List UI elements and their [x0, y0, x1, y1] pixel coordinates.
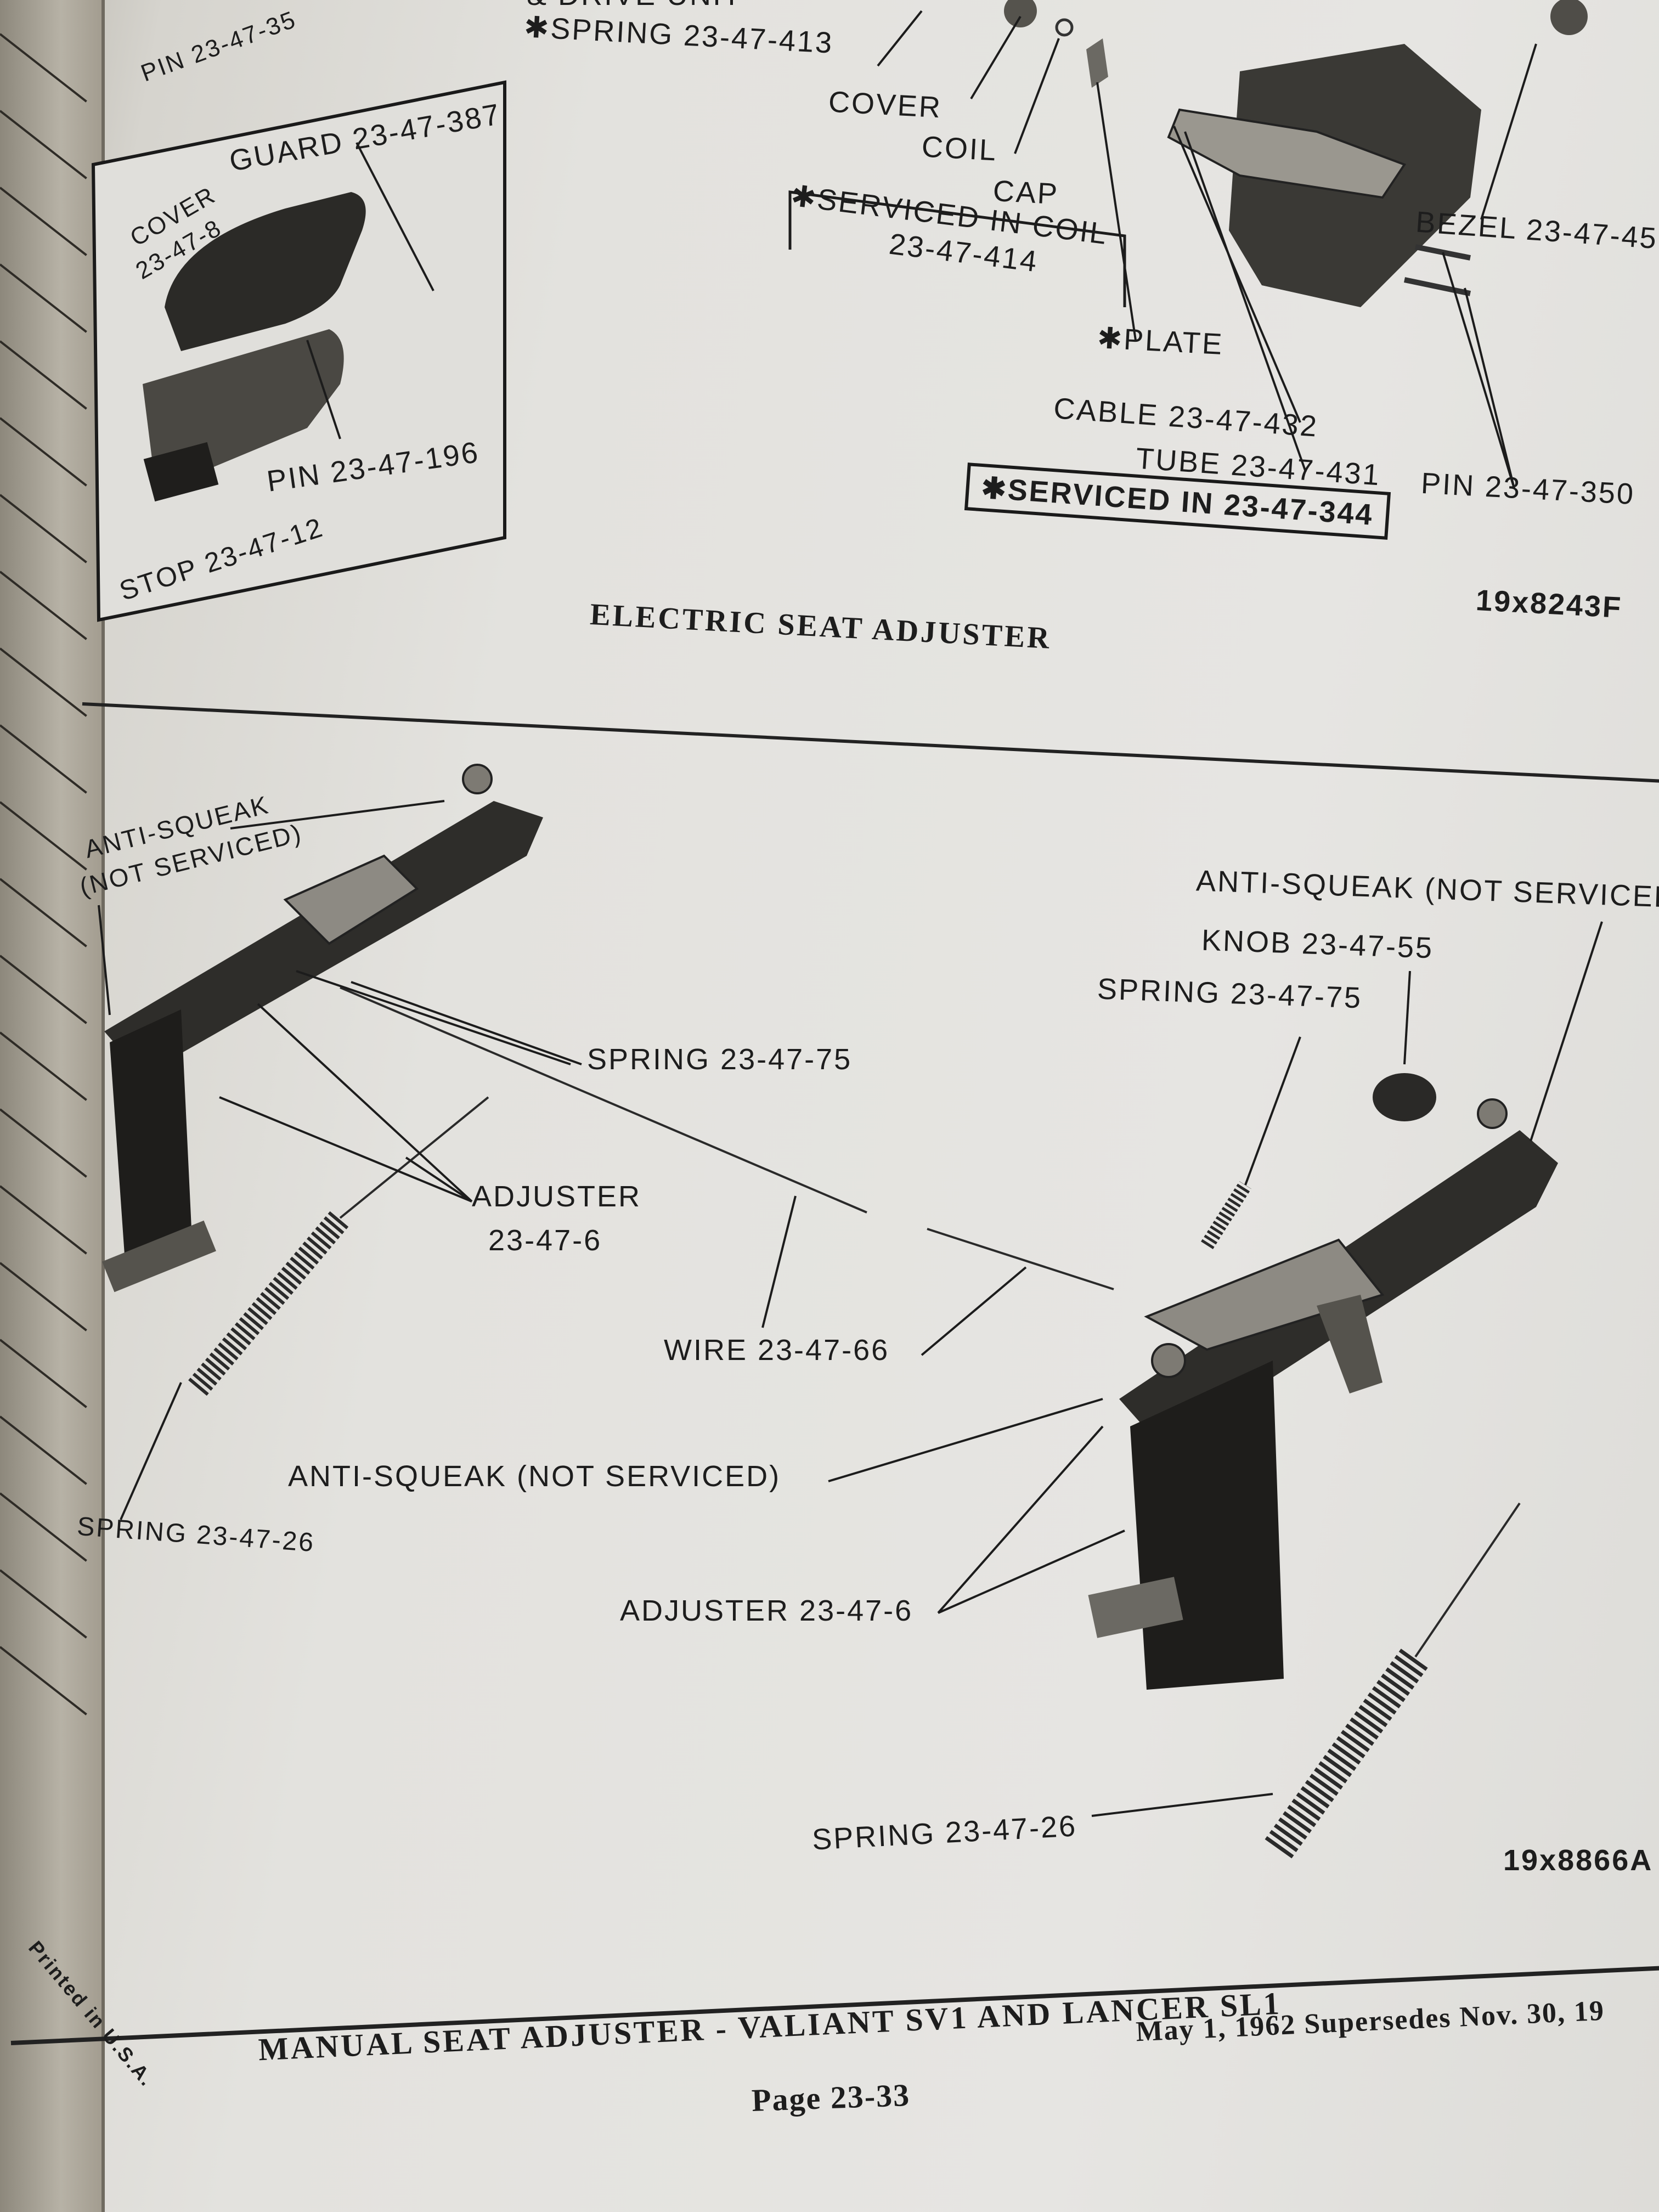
adjuster-right-foot [1088, 1577, 1183, 1638]
knob-part [1373, 1073, 1436, 1121]
wire-part-2 [927, 1228, 1114, 1290]
label-coil: COIL [921, 130, 998, 167]
pin-part-2 [1403, 277, 1471, 296]
electric-adjuster-frame [1167, 108, 1407, 199]
adjuster-right-plate [1144, 1238, 1385, 1351]
footer-page-number: Page 23-33 [751, 2076, 911, 2119]
label-drive-unit-partial: & DRIVE UNIT [527, 0, 742, 12]
facing-page-edge [0, 0, 105, 2212]
spring-75-right-part [1201, 1181, 1251, 1249]
label-adjuster-left-1: ADJUSTER [472, 1180, 642, 1213]
spring-26-left-hook [339, 1096, 489, 1219]
nut-part-right [1477, 1098, 1508, 1129]
wire-part-1 [340, 986, 867, 1214]
inset-motor-part [143, 329, 344, 483]
adjuster-left-plate [283, 854, 419, 945]
adjuster-left-foot [102, 1220, 216, 1293]
spring-26-left-part [188, 1210, 349, 1396]
nut-part-center [1151, 1343, 1186, 1378]
inset-guard-part [165, 192, 366, 351]
plate-part [1086, 38, 1108, 88]
coil-part [1004, 0, 1037, 27]
label-plate: ✱PLATE [1096, 321, 1224, 361]
label-adjuster-left-2: 23-47-6 [488, 1224, 602, 1257]
label-wire: WIRE 23-47-66 [664, 1334, 890, 1367]
bezel-part [1550, 0, 1588, 35]
label-cover: COVER [827, 85, 943, 125]
adjuster-left-leg [110, 1009, 192, 1278]
label-anti-squeak-center: ANTI-SQUEAK (NOT SERVICED) [288, 1460, 781, 1493]
spring-26-right-part [1265, 1647, 1429, 1859]
leader-lines [98, 10, 1603, 1817]
nut-part-left [462, 764, 493, 794]
cap-part [1055, 18, 1074, 37]
spring-26-right-hook [1414, 1502, 1521, 1658]
adjuster-right-bracket [1317, 1295, 1383, 1393]
label-figure-code-bottom: 19x8866A [1503, 1844, 1654, 1877]
inset-base-part [143, 442, 219, 502]
label-adjuster-center: ADJUSTER 23-47-6 [620, 1594, 913, 1627]
serviced-coil-bracket [788, 190, 1126, 307]
label-spring-75-left: SPRING 23-47-75 [587, 1043, 853, 1076]
